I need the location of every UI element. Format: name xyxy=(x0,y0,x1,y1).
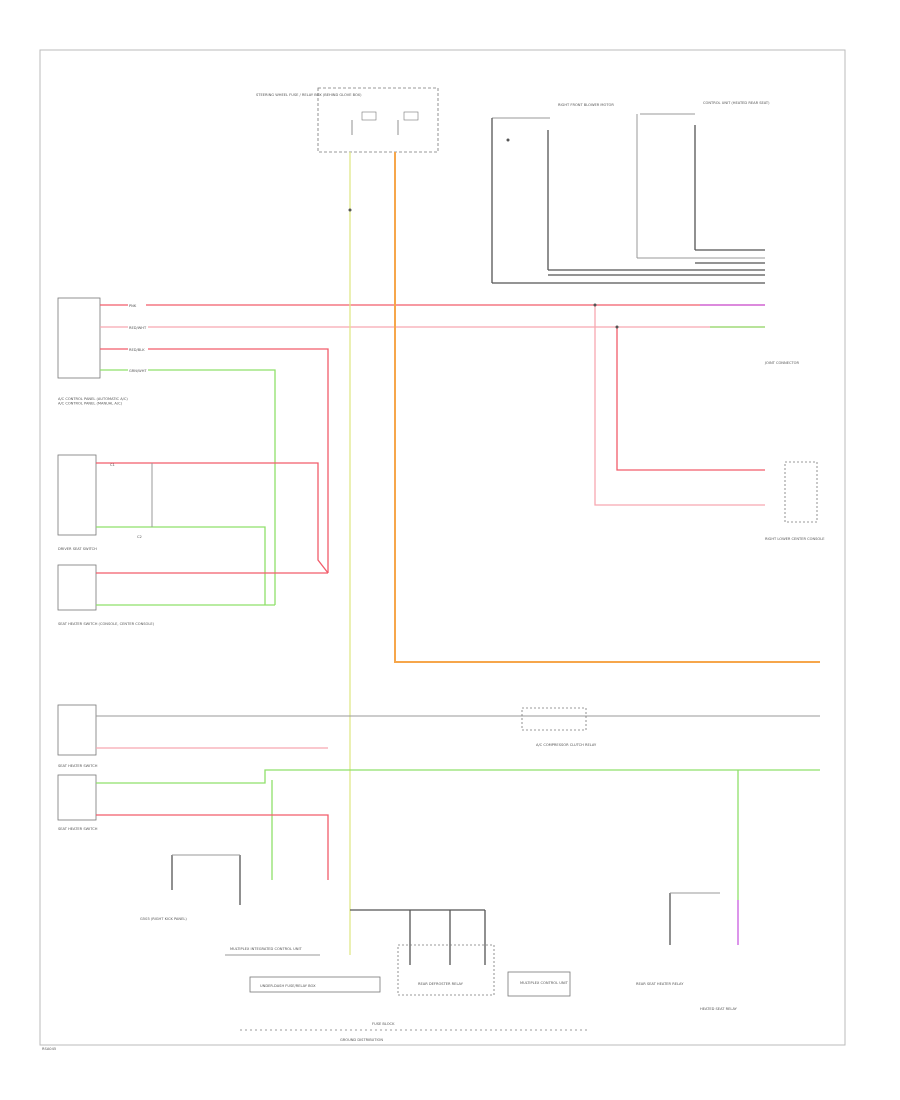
pin-c2: C2 xyxy=(137,535,142,539)
page-number: RSA045 xyxy=(42,1047,56,1051)
bottom-connector-label: UNDER-DASH FUSE/RELAY BOX xyxy=(260,984,316,988)
right-joint-label: JOINT CONNECTOR xyxy=(764,361,799,365)
right-lower-console: RIGHT LOWER CENTER CONSOLE xyxy=(765,461,825,541)
seat-heater-switch-panel: SEAT HEATER SWITCH (CONSOLE, CENTER CONS… xyxy=(57,564,155,626)
bottom-caption: GROUND DISTRIBUTION xyxy=(340,1038,383,1042)
hvac-control-label: A/C CONTROL PANEL (AUTOMATIC A/C)A/C CON… xyxy=(58,397,128,405)
rear-seat-relay-label: REAR SEAT HEATER RELAY xyxy=(636,982,684,986)
hvac-wire-labels: PNK RED/WHT RED/BLK GRN/WHT xyxy=(128,302,148,373)
fuse-box-title: STEERING WHEEL FUSE / RELAY BOX (BEHIND … xyxy=(256,93,362,97)
driver-seat-switch: DRIVER SEAT SWITCH xyxy=(57,454,97,551)
multiplex-label: MULTIPLEX INTEGRATED CONTROL UNIT xyxy=(230,947,303,951)
diagram-frame xyxy=(39,49,846,1046)
bottom-section: MULTIPLEX INTEGRATED CONTROL UNIT REAR D… xyxy=(225,909,590,1042)
seat-heater-switch-label: SEAT HEATER SWITCH xyxy=(58,764,98,768)
ground-left-label: G503 (RIGHT KICK PANEL) xyxy=(140,917,187,921)
pin-c1: C1 xyxy=(110,463,115,467)
right-upper-components: RIGHT FRONT BLOWER MOTOR CONTROL UNIT (H… xyxy=(492,101,770,142)
wire-label-pnk: PNK xyxy=(129,304,137,308)
wire-label-red-blk: RED/BLK xyxy=(129,348,145,352)
tcm-box-label: MULTIPLEX CONTROL UNIT xyxy=(520,981,569,985)
seat-heater-switch-2-label: SEAT HEATER SWITCH xyxy=(58,827,98,831)
right-lower-console-label: RIGHT LOWER CENTER CONSOLE xyxy=(765,537,825,541)
seat-heater-switch-2: SEAT HEATER SWITCH xyxy=(57,774,98,831)
heated-seat-relay-label: HEATED SEAT RELAY xyxy=(700,1007,738,1011)
right-upper-b-label: CONTROL UNIT (HEATED REAR SEAT) xyxy=(703,101,770,105)
wire-label-grn-wht: GRN/WHT xyxy=(129,369,147,373)
wire-label-red-wht: RED/WHT xyxy=(129,326,147,330)
seat-heater-switch: SEAT HEATER SWITCH xyxy=(57,704,98,768)
under-dash-label: FUSE BLOCK xyxy=(372,1022,395,1026)
fuse-relay-box-top: STEERING WHEEL FUSE / RELAY BOX (BEHIND … xyxy=(256,87,439,153)
seat-heater-switch-panel-label: SEAT HEATER SWITCH (CONSOLE, CENTER CONS… xyxy=(58,622,155,626)
harness-top-right xyxy=(491,114,765,284)
rear-defrost-relay-label: REAR DEFROSTER RELAY xyxy=(418,982,464,986)
mid-relay: A/C COMPRESSOR CLUTCH RELAY xyxy=(521,707,597,747)
right-upper-a-label: RIGHT FRONT BLOWER MOTOR xyxy=(558,103,614,107)
driver-seat-switch-label: DRIVER SEAT SWITCH xyxy=(58,547,97,551)
hvac-control-panel: A/C CONTROL PANEL (AUTOMATIC A/C)A/C CON… xyxy=(57,297,128,405)
mid-relay-label: A/C COMPRESSOR CLUTCH RELAY xyxy=(536,743,597,747)
